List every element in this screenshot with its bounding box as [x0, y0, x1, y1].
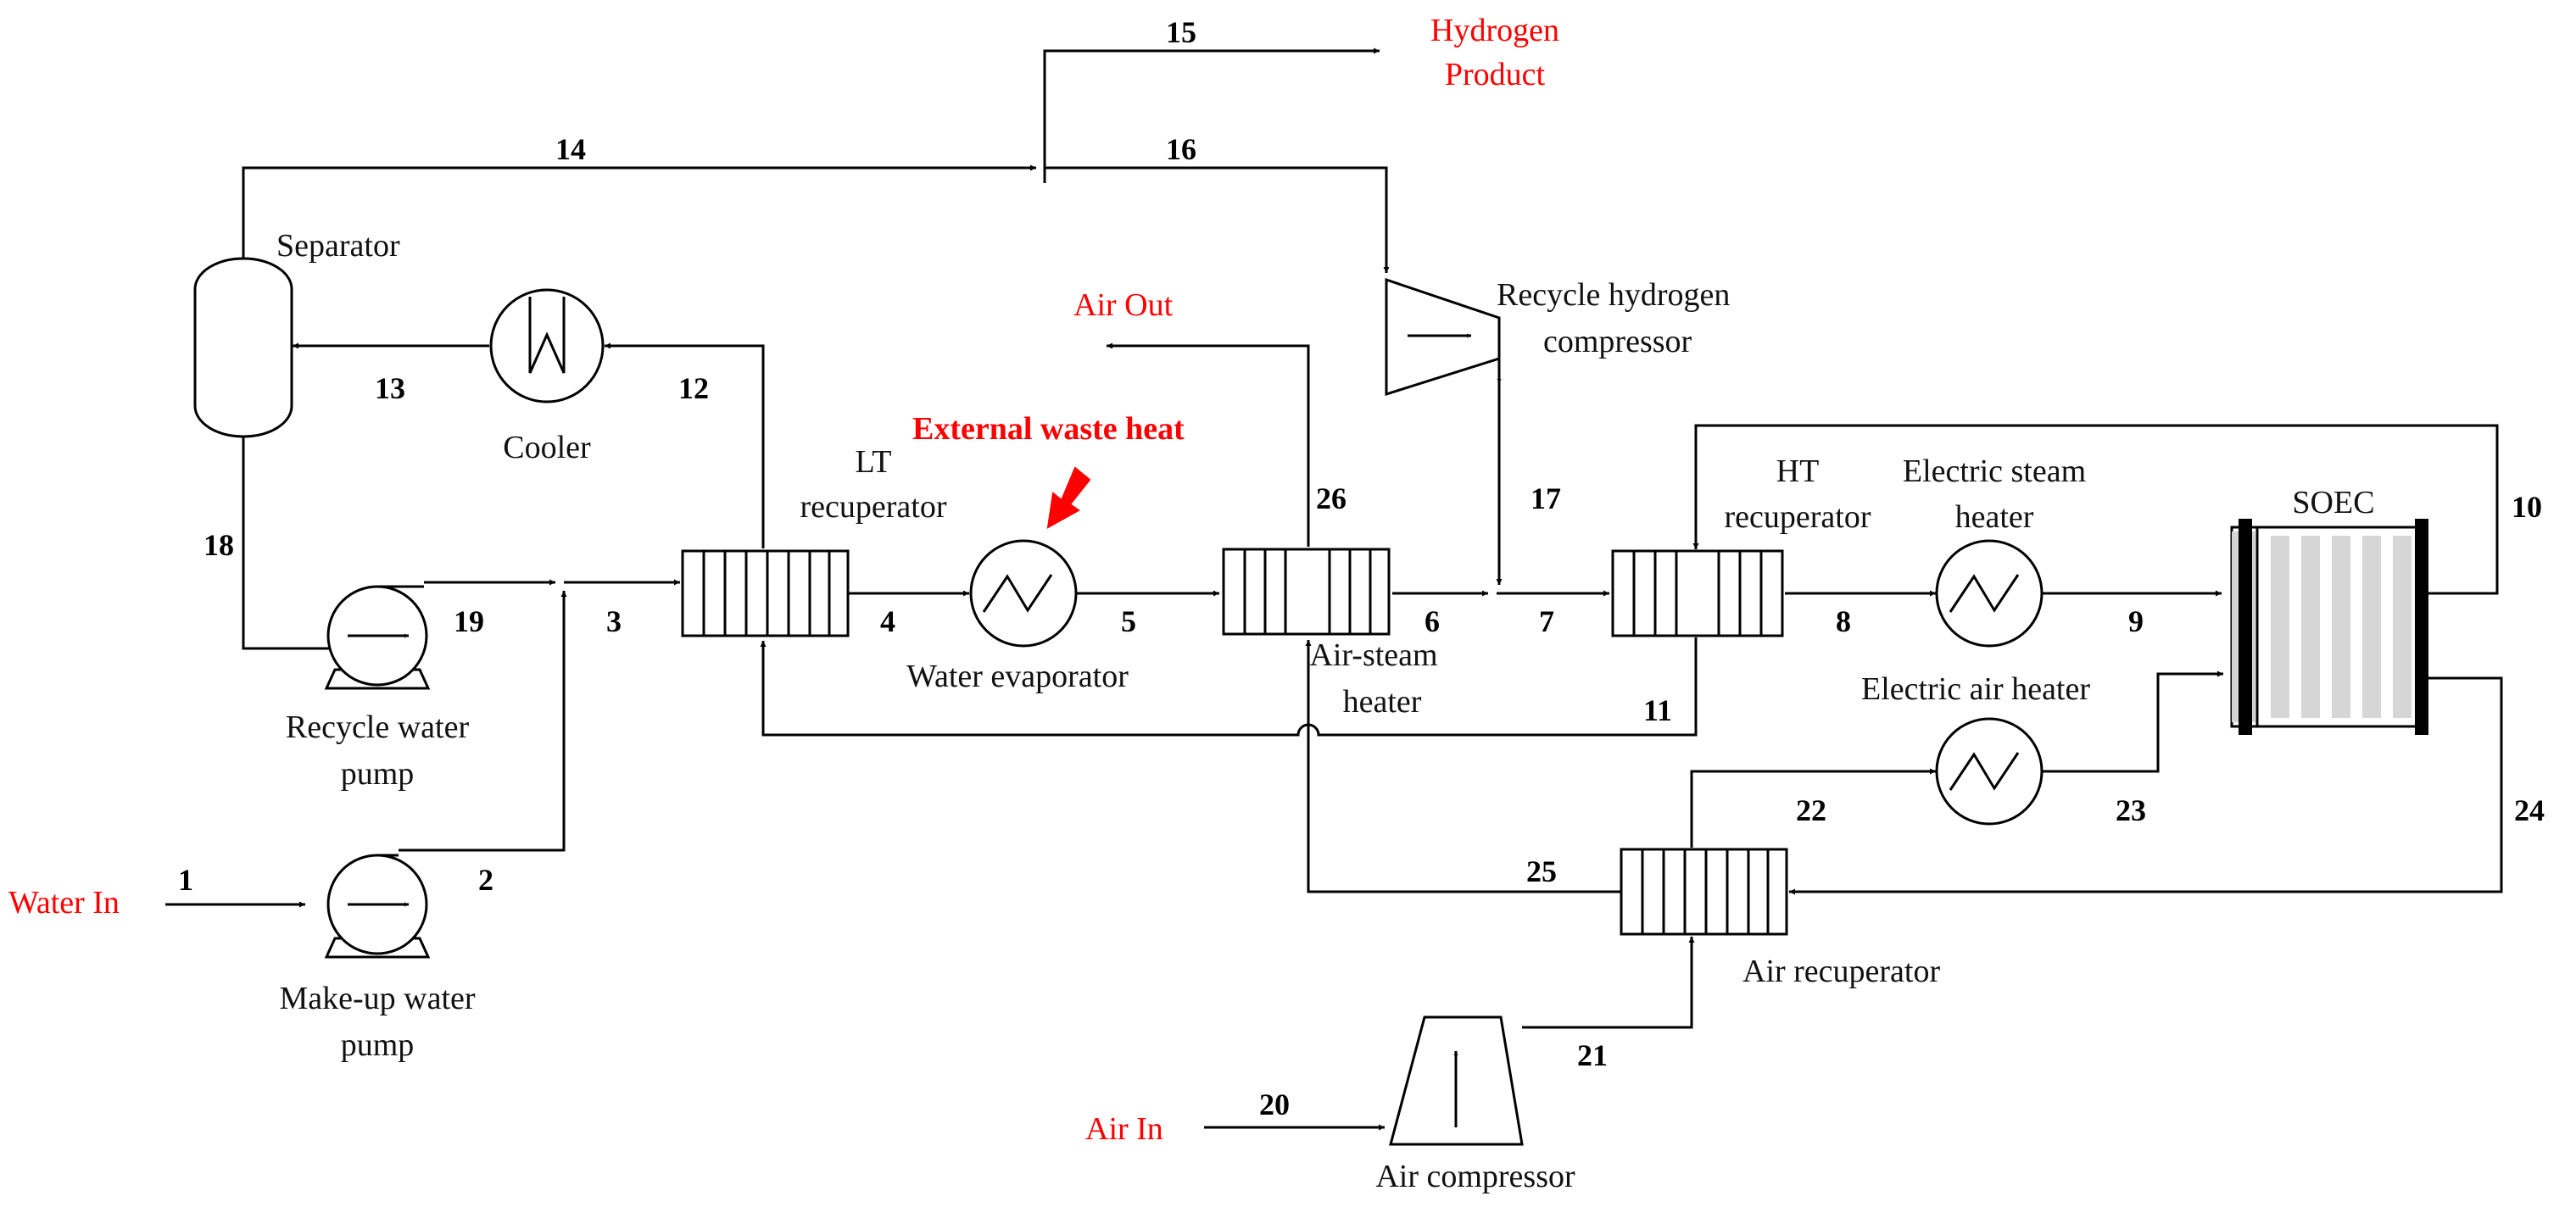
air-in-label: Air In — [1085, 1111, 1163, 1147]
stream-numbers: 1 2 3 4 5 6 7 8 9 10 11 12 13 14 15 16 1… — [178, 15, 2545, 1121]
stream-23-line — [2042, 670, 2223, 773]
stream-number-20: 20 — [1259, 1088, 1290, 1121]
stream-22-line — [1690, 768, 1936, 848]
stream-25-line — [1305, 640, 1621, 893]
recycle-hydrogen-compressor-unit — [1385, 277, 1501, 397]
stream-18-line — [242, 437, 331, 650]
stream-number-15: 15 — [1166, 15, 1196, 49]
waste-heat-label: External waste heat — [912, 411, 1185, 447]
waste-heat-arrow — [1046, 466, 1091, 529]
electric-air-heater-unit — [1935, 717, 2044, 826]
stream-number-9: 9 — [2128, 604, 2144, 638]
lt-recuperator-unit — [681, 549, 850, 637]
electric-steam-heater-label-1: Electric steam — [1903, 453, 2086, 489]
lt-recuperator-label-2: recuperator — [800, 489, 947, 525]
recycle-h2-compressor-label-1: Recycle hydrogen — [1497, 277, 1730, 313]
stream-number-25: 25 — [1526, 854, 1557, 888]
stream-number-10: 10 — [2512, 490, 2542, 524]
stream-number-2: 2 — [478, 863, 493, 897]
ht-recuperator-label-2: recuperator — [1725, 499, 1871, 535]
stream-number-4: 4 — [880, 604, 895, 638]
electric-steam-heater-label-2: heater — [1955, 499, 2034, 535]
recycle-h2-compressor-label-2: compressor — [1543, 324, 1692, 359]
stream-number-13: 13 — [375, 371, 405, 405]
stream-number-8: 8 — [1836, 604, 1851, 638]
separator-vessel — [193, 257, 293, 438]
makeup-water-pump-unit — [324, 854, 431, 959]
hydrogen-product-label-2: Product — [1445, 57, 1546, 92]
stream-16-line — [1045, 166, 1390, 273]
lt-recuperator-label-1: LT — [856, 444, 892, 480]
stream-number-19: 19 — [454, 604, 484, 638]
stream-2-line — [399, 598, 566, 852]
water-evaporator-unit — [969, 539, 1078, 648]
air-recuperator-label: Air recuperator — [1742, 954, 1940, 989]
makeup-water-pump-label-1: Make-up water — [279, 981, 475, 1016]
air-compressor-label: Air compressor — [1375, 1159, 1575, 1194]
recycle-water-pump-unit — [324, 585, 431, 690]
stream-number-26: 26 — [1316, 481, 1347, 515]
air-compressor-unit — [1389, 1015, 1524, 1146]
stream-number-23: 23 — [2116, 793, 2146, 827]
stream-12-line — [605, 342, 765, 548]
cooler-label: Cooler — [503, 430, 591, 465]
air-steam-heater-label-2: heater — [1343, 684, 1422, 720]
air-recuperator-unit — [1620, 848, 1788, 936]
stream-number-6: 6 — [1425, 604, 1440, 638]
air-steam-heater-unit — [1222, 548, 1391, 636]
stream-number-5: 5 — [1121, 604, 1136, 638]
stream-number-18: 18 — [204, 528, 234, 562]
stream-number-12: 12 — [678, 371, 709, 405]
stream-lines — [165, 47, 2503, 1131]
stream-26-line — [1107, 342, 1310, 547]
stream-11-line — [760, 637, 1698, 737]
soec-stack — [2230, 519, 2428, 735]
stream-21-line — [1522, 937, 1695, 1029]
stream-number-11: 11 — [1643, 693, 1672, 727]
hydrogen-product-label-1: Hydrogen — [1430, 13, 1559, 48]
stream-number-16: 16 — [1166, 132, 1196, 166]
stream-number-17: 17 — [1531, 481, 1561, 515]
stream-number-7: 7 — [1539, 604, 1554, 638]
water-evaporator-label: Water evaporator — [906, 659, 1129, 694]
ht-recuperator-unit — [1611, 549, 1784, 637]
separator-label: Separator — [276, 228, 400, 264]
ht-recuperator-label-1: HT — [1776, 453, 1820, 489]
cooler-unit — [489, 288, 605, 403]
stream-number-22: 22 — [1796, 793, 1826, 827]
stream-number-24: 24 — [2514, 793, 2545, 827]
electric-steam-heater-unit — [1935, 539, 2044, 648]
air-steam-heater-label-1: Air-steam — [1309, 637, 1437, 673]
stream-15-line — [1043, 47, 1380, 183]
stream-number-3: 3 — [606, 604, 622, 638]
electric-air-heater-label: Electric air heater — [1861, 671, 2090, 707]
recycle-water-pump-label-1: Recycle water — [286, 709, 470, 745]
water-in-label: Water In — [8, 885, 120, 921]
recycle-water-pump-label-2: pump — [341, 756, 415, 792]
air-out-label: Air Out — [1073, 287, 1174, 323]
makeup-water-pump-label-2: pump — [341, 1027, 415, 1063]
stream-number-21: 21 — [1577, 1038, 1608, 1072]
stream-number-1: 1 — [178, 863, 193, 897]
stream-14-line — [242, 164, 1036, 259]
soec-label: SOEC — [2292, 485, 2374, 520]
stream-number-14: 14 — [555, 132, 586, 166]
